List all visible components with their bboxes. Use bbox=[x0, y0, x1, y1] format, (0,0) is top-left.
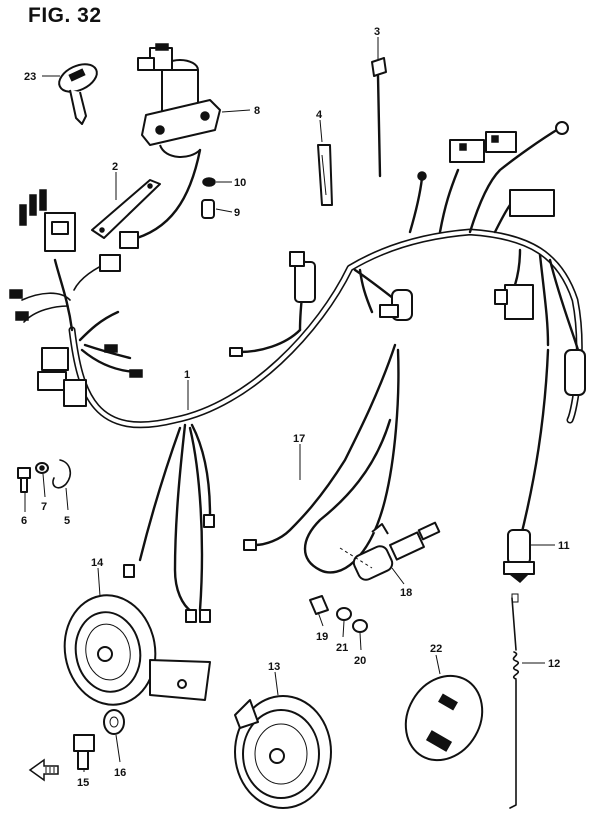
horn-right bbox=[234, 695, 332, 809]
callout-4: 4 bbox=[316, 109, 323, 121]
right-switch-connector bbox=[494, 284, 586, 396]
wire-cap bbox=[201, 199, 215, 219]
callout-9: 9 bbox=[234, 207, 240, 219]
callout-6: 6 bbox=[21, 515, 27, 527]
callout-20: 20 bbox=[354, 655, 366, 667]
callout-7: 7 bbox=[41, 501, 47, 513]
brake-switch-spring bbox=[509, 593, 520, 809]
horn-lead-wire bbox=[253, 343, 397, 547]
rear-brake-switch bbox=[503, 529, 535, 584]
callout-labels: 1 2 3 4 5 6 7 8 9 10 11 12 13 14 15 16 1… bbox=[21, 26, 570, 789]
callout-21: 21 bbox=[336, 642, 348, 654]
horn-left bbox=[63, 594, 211, 706]
callout-15: 15 bbox=[77, 777, 89, 789]
callout-3: 3 bbox=[374, 26, 380, 38]
clamp-screw bbox=[17, 467, 31, 493]
meter-light-socket bbox=[289, 251, 316, 303]
callout-2: 2 bbox=[112, 161, 118, 173]
callout-13: 13 bbox=[268, 661, 280, 673]
callout-1: 1 bbox=[184, 369, 190, 381]
spring-washer bbox=[336, 607, 352, 621]
clamp-washer bbox=[35, 462, 49, 474]
callout-18: 18 bbox=[400, 587, 412, 599]
condenser bbox=[339, 521, 441, 581]
harness-clamp-bracket bbox=[91, 179, 161, 239]
callout-17: 17 bbox=[293, 433, 305, 445]
protector-tube bbox=[317, 144, 333, 206]
grommet bbox=[202, 177, 216, 187]
headlight-connector-group bbox=[417, 121, 569, 217]
callout-23: 23 bbox=[24, 71, 36, 83]
callout-14: 14 bbox=[91, 557, 104, 569]
horn-washer bbox=[103, 709, 125, 735]
condenser-screw bbox=[309, 595, 329, 615]
arrow-left-icon bbox=[28, 758, 59, 782]
terminal-lugs bbox=[123, 347, 257, 623]
leader-lines bbox=[24, 37, 555, 772]
lock-washer bbox=[352, 619, 368, 633]
reflector-lens bbox=[404, 674, 484, 762]
callout-5: 5 bbox=[64, 515, 70, 527]
callout-19: 19 bbox=[316, 631, 328, 643]
speedometer-lead-wire bbox=[371, 57, 387, 178]
figure-title: FIG. 32 bbox=[28, 4, 102, 27]
callout-12: 12 bbox=[548, 658, 560, 670]
horn-bolt bbox=[73, 734, 95, 770]
ignition-switch bbox=[137, 43, 221, 158]
main-wiring-harness bbox=[21, 126, 583, 614]
callout-8: 8 bbox=[254, 105, 260, 117]
callout-22: 22 bbox=[430, 643, 442, 655]
clamp-clip bbox=[52, 459, 72, 489]
callout-11: 11 bbox=[558, 540, 570, 552]
callout-10: 10 bbox=[234, 177, 246, 189]
turn-signal-relay bbox=[379, 289, 413, 321]
callout-16: 16 bbox=[114, 767, 126, 779]
neutral-lead-wire bbox=[303, 348, 400, 574]
key bbox=[58, 63, 98, 125]
left-connector-block bbox=[9, 189, 143, 407]
